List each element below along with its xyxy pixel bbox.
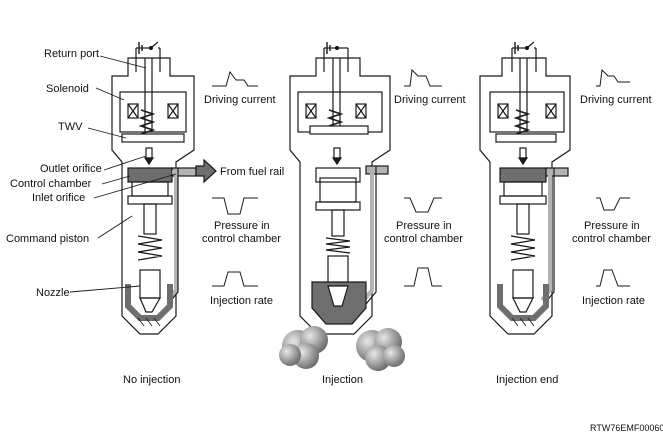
stage2-pressure-line1: Pressure in bbox=[396, 220, 452, 232]
fuel-rail-arrow bbox=[195, 158, 217, 184]
label-from-fuel-rail: From fuel rail bbox=[220, 166, 284, 178]
stage3-pressure-line2: control chamber bbox=[572, 233, 651, 245]
stage2-pressure-line2: control chamber bbox=[384, 233, 463, 245]
injector-injection-end bbox=[479, 41, 571, 335]
switch-symbol bbox=[135, 41, 161, 72]
label-outlet-orifice: Outlet orifice bbox=[40, 163, 102, 175]
caption-injection-end: Injection end bbox=[496, 374, 558, 386]
figure-code: RTW76EMF000601 bbox=[590, 423, 663, 433]
label-nozzle: Nozzle bbox=[36, 287, 70, 299]
graph-driving-current-1 bbox=[212, 70, 258, 87]
stage2-driving-current: Driving current bbox=[394, 94, 466, 106]
leader-lines bbox=[69, 55, 177, 293]
stage3-pressure-line1: Pressure in bbox=[584, 220, 640, 232]
label-control-chamber: Control chamber bbox=[10, 178, 92, 190]
label-solenoid: Solenoid bbox=[46, 83, 89, 95]
label-return-port: Return port bbox=[44, 48, 99, 60]
graph-driving-current-3 bbox=[596, 68, 630, 87]
injector-body bbox=[289, 57, 391, 335]
stage-labels: Driving current Pressure in control cham… bbox=[202, 94, 652, 307]
graph-injection-rate-1 bbox=[212, 271, 258, 287]
stage3-driving-current: Driving current bbox=[580, 94, 652, 106]
stage1-pressure-line1: Pressure in bbox=[214, 220, 270, 232]
graph-injection-rate-2 bbox=[404, 267, 442, 287]
graph-pressure-2 bbox=[404, 197, 442, 213]
injector-no-injection bbox=[111, 41, 217, 335]
callout-labels: Return port Solenoid TWV Outlet orifice … bbox=[6, 48, 284, 299]
fuel-spray bbox=[279, 326, 405, 371]
injector-injection bbox=[289, 42, 391, 335]
stage-captions: No injection Injection Injection end bbox=[123, 374, 558, 386]
graph-injection-rate-3 bbox=[596, 269, 630, 287]
label-twv: TWV bbox=[58, 121, 83, 133]
label-inlet-orifice: Inlet orifice bbox=[32, 192, 85, 204]
stage1-injection-rate: Injection rate bbox=[210, 295, 273, 307]
label-command-piston: Command piston bbox=[6, 233, 89, 245]
caption-no-injection: No injection bbox=[123, 374, 180, 386]
injector-body bbox=[111, 57, 195, 335]
waveforms bbox=[212, 68, 630, 287]
graph-pressure-1 bbox=[212, 197, 258, 215]
switch-symbol bbox=[323, 42, 349, 72]
switch-symbol bbox=[511, 41, 537, 72]
graph-pressure-3 bbox=[596, 197, 630, 211]
stage3-injection-rate: Injection rate bbox=[582, 295, 645, 307]
stage1-driving-current: Driving current bbox=[204, 94, 276, 106]
caption-injection: Injection bbox=[322, 374, 363, 386]
stage1-pressure-line2: control chamber bbox=[202, 233, 281, 245]
injector-body bbox=[479, 57, 571, 335]
graph-driving-current-2 bbox=[404, 68, 442, 87]
